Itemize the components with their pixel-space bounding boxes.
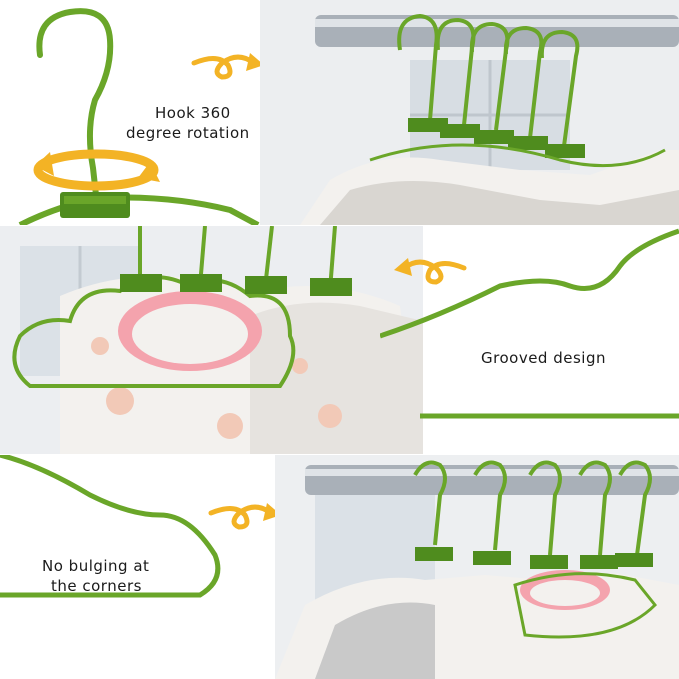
grooved-hanger-outline (380, 228, 679, 419)
rail-clothes-image (275, 455, 679, 679)
cloud-hangers-panel (0, 226, 423, 454)
hook-closeup-image (18, 8, 260, 225)
hook-closeup-panel (0, 0, 300, 225)
hook-rotation-caption-line2: degree rotation (126, 124, 250, 142)
rotation-arrow-icon (33, 149, 160, 191)
cloud-hangers-image (0, 226, 423, 454)
grooved-design-caption: Grooved design (481, 349, 606, 367)
curly-arrow-icon (191, 53, 264, 80)
rail-hangers-panel (260, 0, 679, 225)
corner-hanger-outline (0, 455, 221, 598)
rail-hangers-image (260, 0, 679, 225)
no-bulging-caption-line2: the corners (51, 577, 142, 595)
no-bulging-caption-line1: No bulging at (42, 557, 150, 575)
rail-clothes-panel (275, 455, 679, 679)
curly-arrow-icon (394, 258, 467, 285)
hook-rotation-caption-line1: Hook 360 (155, 104, 231, 122)
curly-arrow-icon (208, 503, 281, 530)
